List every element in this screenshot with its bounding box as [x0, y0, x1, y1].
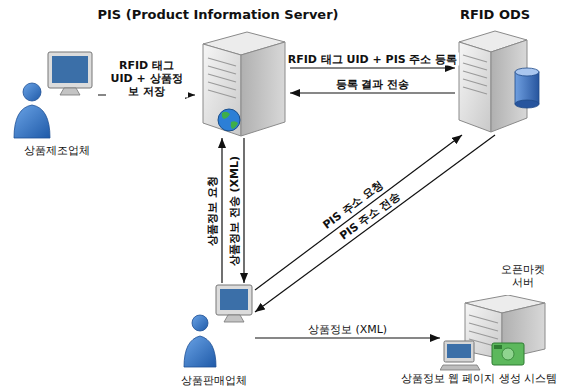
ods-server: RFID ODS — [455, 28, 540, 135]
node-title: PIS (Product Information Server) — [97, 7, 338, 23]
seller-icon — [180, 283, 255, 368]
open-market-server-icon — [440, 295, 550, 375]
arrow-connector — [255, 135, 495, 312]
arrow-connector — [290, 67, 455, 68]
node-label: 상품제조업체 — [24, 144, 90, 157]
node-label: 상품판매업체 — [181, 374, 247, 387]
arrow-connector — [221, 138, 222, 283]
open-market-server: 오픈마켓 서버상품정보 웹 페이지 생성 시스템 — [440, 295, 550, 375]
seller: 상품판매업체 — [180, 283, 255, 368]
edge-label: 상품정보 전송 (XML) — [228, 153, 241, 267]
manufacturer: 상품제조업체 — [8, 50, 98, 140]
arrow-connector — [290, 92, 455, 93]
node-label: 오픈마켓 서버 — [498, 263, 548, 289]
edge-label: 등록 결과 전송 — [334, 78, 412, 91]
node-title: RFID ODS — [460, 7, 530, 23]
edge-label: 상품정보 (XML) — [306, 323, 389, 336]
arrow-connector — [255, 135, 462, 290]
edge-label: RFID 태그 UID + 상품정보 저장 — [106, 59, 188, 98]
pis-server: PIS (Product Information Server) — [195, 28, 290, 138]
arrow-connector — [243, 138, 244, 283]
manufacturer-icon — [8, 50, 98, 140]
pis-server-icon — [195, 28, 290, 138]
edge-label: RFID 태그 UID + PIS 주소 등록 — [286, 53, 460, 66]
edge-label: 상품정보 요청 — [206, 174, 219, 248]
node-label: 상품정보 웹 페이지 생성 시스템 — [401, 372, 558, 385]
ods-server-icon — [455, 28, 540, 135]
arrow-connector — [255, 337, 440, 338]
